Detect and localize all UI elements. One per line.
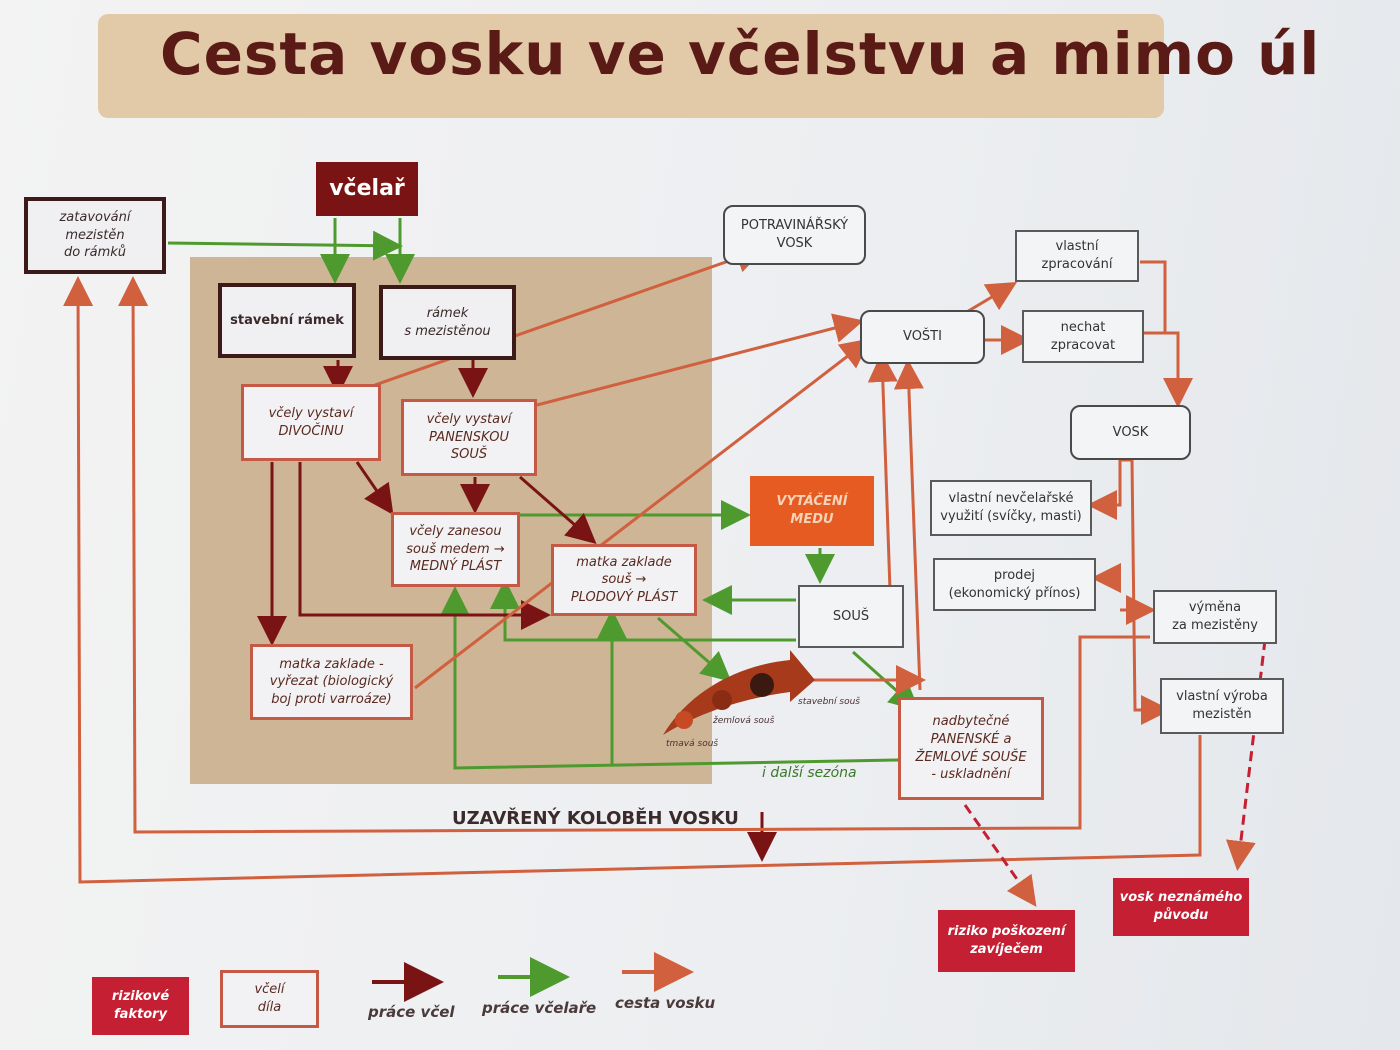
node-panenska-sous: včely vystaví PANENSKOU SOUŠ bbox=[401, 399, 537, 476]
node-vosk: VOSK bbox=[1070, 405, 1191, 460]
node-riziko-zavijec: riziko poškození zavíječem bbox=[938, 910, 1075, 972]
wax-arrow bbox=[1120, 458, 1171, 725]
label-uzavreny-kolobeh: UZAVŘENÝ KOLOBĚH VOSKU bbox=[452, 808, 739, 829]
node-vytaceni-medu: VYTÁČENÍ MEDU bbox=[750, 476, 874, 546]
node-vostiny: VOŠTI bbox=[860, 310, 985, 364]
green-arrow bbox=[490, 579, 796, 642]
node-prodej: prodej (ekonomický přínos) bbox=[933, 558, 1096, 611]
legend-vceli-dila: včelí díla bbox=[220, 970, 319, 1028]
node-stavebni-ramek: stavební rámek bbox=[218, 283, 356, 358]
node-varroaza: matka zaklade - vyřezat (biologický boj … bbox=[250, 644, 413, 720]
node-vlastni-vyroba: vlastní výroba mezistěn bbox=[1160, 678, 1284, 734]
wax-arrow bbox=[118, 276, 1150, 834]
node-nechat-zpracovat: nechat zpracovat bbox=[1022, 310, 1144, 363]
node-vymena: výměna za mezistěny bbox=[1153, 590, 1277, 644]
risk-arrow bbox=[963, 804, 1037, 907]
comb-aging-icon bbox=[663, 650, 815, 735]
node-zatavovani: zatavování mezistěn do rámků bbox=[24, 197, 166, 274]
green-arrow bbox=[167, 230, 403, 261]
wax-arrow bbox=[63, 276, 1202, 884]
green-arrow bbox=[657, 616, 732, 682]
legend-rizikove-faktory: rizikové faktory bbox=[92, 977, 189, 1035]
wax-arrow bbox=[374, 243, 766, 387]
wax-arrow bbox=[893, 359, 924, 691]
label-zemlova-sous: žemlová souš bbox=[713, 716, 775, 726]
legend-prace-vcelare: práce včelaře bbox=[482, 999, 597, 1017]
legend-prace-vcel: práce včel bbox=[368, 1003, 455, 1021]
green-arrow bbox=[440, 586, 899, 770]
node-vcelar: včelař bbox=[316, 162, 418, 216]
title-band bbox=[98, 14, 1164, 118]
node-divocina: včely vystaví DIVOČINU bbox=[241, 384, 381, 461]
wax-arrow bbox=[414, 338, 871, 690]
node-plodovy-plast: matka zaklade souš → PLODOVÝ PLÁST bbox=[551, 544, 697, 616]
bee-arrow bbox=[355, 461, 394, 515]
bee-arrow bbox=[298, 462, 551, 630]
wax-arrow bbox=[1087, 460, 1122, 520]
bee-arrow bbox=[519, 475, 597, 544]
node-nadbytecne-souse: nadbytečné PANENSKÉ a ŽEMLOVÉ SOUŠE - us… bbox=[898, 697, 1044, 800]
wax-arrow bbox=[1140, 260, 1167, 335]
wax-arrow bbox=[536, 313, 864, 407]
wax-arrow bbox=[1163, 331, 1193, 408]
node-ramek-mezistenou: rámek s mezistěnou bbox=[379, 285, 516, 360]
legend-cesta-vosku: cesta vosku bbox=[615, 994, 716, 1012]
node-vosk-neznameho: vosk neznámého původu bbox=[1113, 878, 1249, 936]
label-stavebni-sous: stavební souš bbox=[798, 697, 860, 707]
node-potravinarsky-vosk: POTRAVINÁŘSKÝ VOSK bbox=[723, 205, 866, 265]
node-nevcelarske-vyuziti: vlastní nevčelařské využití (svíčky, mas… bbox=[930, 480, 1092, 536]
label-tmava-sous: tmavá souš bbox=[666, 739, 719, 749]
wax-arrow bbox=[964, 281, 1018, 315]
wax-arrow bbox=[867, 352, 898, 591]
node-vlastni-zpracovani: vlastní zpracování bbox=[1015, 230, 1139, 282]
node-medny-plast: včely zanesou souš medem → MEDNÝ PLÁST bbox=[391, 512, 520, 587]
risk-arrow bbox=[1225, 639, 1267, 871]
page-title: Cesta vosku ve včelstvu a mimo úl bbox=[160, 20, 1321, 88]
node-sous: SOUŠ bbox=[798, 585, 904, 648]
label-dalsi-sezona: i další sezóna bbox=[762, 765, 857, 781]
